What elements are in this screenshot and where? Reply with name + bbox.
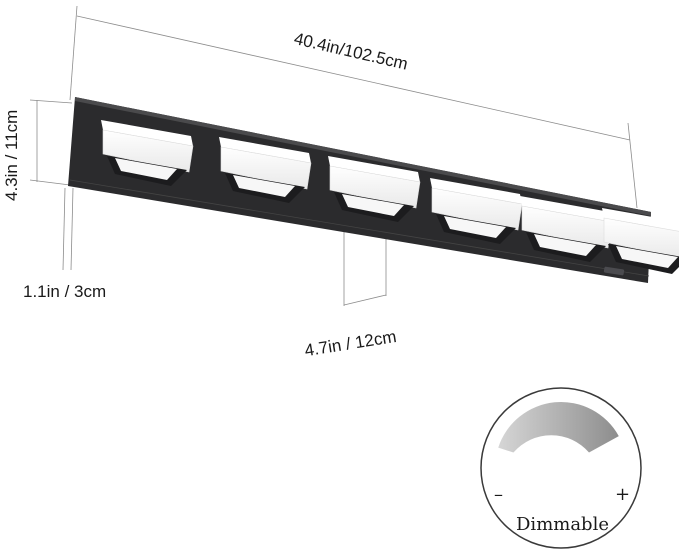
height-label: 4.3in / 11cm — [2, 110, 21, 201]
lamp-head — [602, 208, 679, 274]
badge-minus: – — [494, 484, 503, 505]
backplate-seam — [69, 179, 650, 277]
length-label: 40.4in/102.5cm — [292, 29, 410, 74]
lamp-shade — [521, 205, 613, 249]
dimmer-level-arc — [498, 402, 619, 453]
depth-label: 1.1in / 3cm — [23, 282, 106, 301]
lamp-head — [219, 137, 312, 203]
lamp-diffuser — [342, 194, 404, 216]
length-extension-left — [69, 5, 78, 101]
backplate-top-edge — [75, 97, 651, 216]
lamp-shade — [220, 146, 312, 190]
lamp-shade — [102, 129, 194, 173]
shade-width-label: 4.7in / 12cm — [303, 327, 397, 360]
lamp-shade — [603, 217, 679, 259]
lamp-head — [520, 196, 613, 262]
lamp-head — [101, 120, 194, 186]
lamp-diffuser — [616, 246, 678, 268]
lamp-diffuser — [444, 216, 506, 238]
lamp-shade-top — [520, 196, 612, 222]
power-switch — [603, 266, 625, 276]
depth-extension-right — [70, 187, 74, 271]
height-extension-top — [29, 99, 73, 104]
depth-extension-left — [62, 187, 66, 271]
vanity-light-fixture — [68, 97, 679, 283]
lamp-shade — [329, 165, 421, 209]
dimmable-badge: – + Dimmable — [480, 387, 642, 549]
length-dimension-line — [76, 15, 631, 141]
height-extension-bottom — [29, 179, 71, 186]
lamp-shade-top — [328, 156, 420, 182]
lamp-shade-top — [219, 137, 311, 163]
lamp-head — [328, 156, 421, 222]
shade-width-dimension-line — [343, 294, 387, 306]
dimension-lines — [29, 5, 638, 306]
lamp-shade — [431, 187, 523, 231]
lamp-shade-top — [101, 120, 193, 146]
lamp-head — [430, 178, 523, 244]
lamp-diffuser — [534, 234, 596, 256]
badge-label: Dimmable — [516, 514, 609, 535]
lamp-heads — [101, 120, 679, 274]
badge-plus: + — [615, 484, 630, 505]
lamp-diffuser — [115, 158, 177, 180]
lamp-shade-top — [430, 178, 522, 204]
lamp-shade-top — [602, 208, 679, 232]
length-extension-right — [627, 122, 638, 209]
lamp-diffuser — [233, 175, 295, 197]
